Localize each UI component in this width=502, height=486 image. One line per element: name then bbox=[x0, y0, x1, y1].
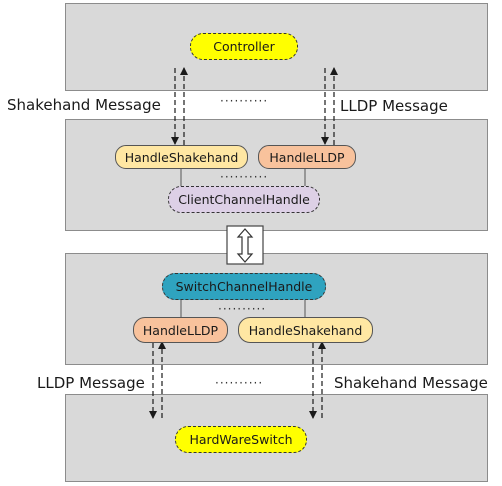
ellipsis-top: ·········· bbox=[220, 94, 269, 108]
client-channel-handle-node: ClientChannelHandle bbox=[168, 186, 320, 213]
handle-shakehand-top-node: HandleShakehand bbox=[115, 145, 248, 169]
hardware-switch-node: HardWareSwitch bbox=[175, 426, 307, 453]
switch-panel bbox=[65, 253, 488, 365]
handle-lldp-top-node: HandleLLDP bbox=[258, 145, 356, 169]
ellipsis-switch: ·········· bbox=[218, 302, 267, 316]
handle-shakehand-bottom-node: HandleShakehand bbox=[238, 317, 373, 343]
ellipsis-bottom: ·········· bbox=[215, 376, 264, 390]
shakehand-message-label-bottom: Shakehand Message bbox=[334, 374, 488, 392]
lldp-message-label-top: LLDP Message bbox=[340, 97, 448, 115]
lldp-message-label-bottom: LLDP Message bbox=[37, 374, 145, 392]
switch-channel-handle-node: SwitchChannelHandle bbox=[162, 273, 326, 300]
ellipsis-client: ·········· bbox=[220, 170, 269, 184]
controller-node: Controller bbox=[190, 33, 298, 60]
double-arrow-icon bbox=[236, 228, 254, 263]
handle-lldp-bottom-node: HandleLLDP bbox=[133, 317, 228, 343]
shakehand-message-label-top: Shakehand Message bbox=[7, 96, 161, 114]
